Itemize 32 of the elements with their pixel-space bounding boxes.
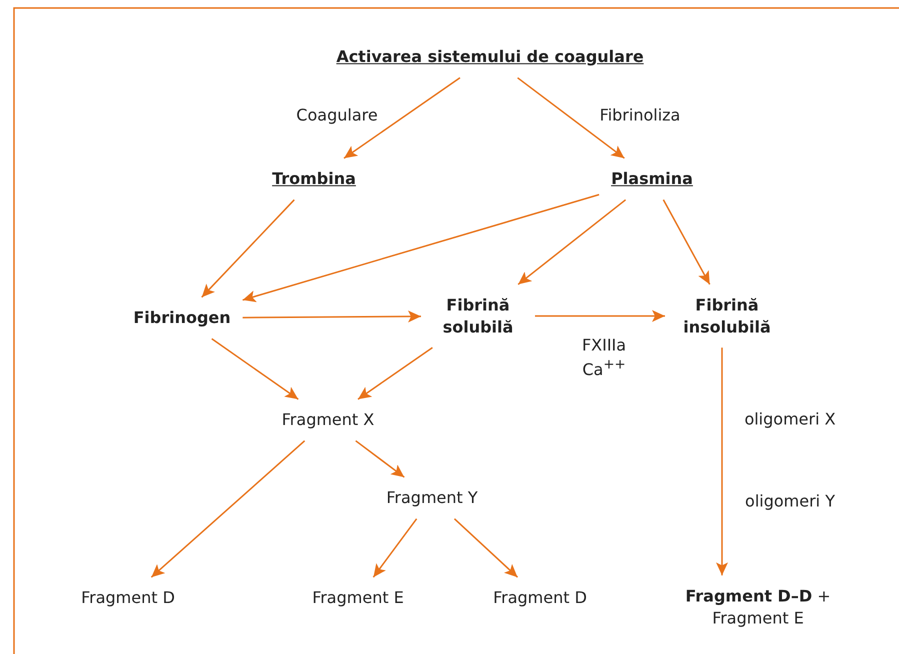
node-label: Fragment E [312, 587, 404, 609]
node-label: Fragment D [493, 587, 587, 609]
node-label: Fragment Y [386, 487, 478, 509]
edge-label: Coagulare [296, 106, 378, 126]
edge-label: FXIIIa Ca$^{++}$ [580, 336, 628, 380]
node-label: Fragment X [282, 409, 374, 431]
arrow [518, 199, 626, 285]
arrow [242, 310, 421, 322]
arrow [372, 518, 418, 578]
annotation-label: oligomeri Y [745, 492, 835, 512]
node-label: Fibrină insolubilă [682, 294, 772, 338]
node-label: Fibrină solubilă [442, 294, 514, 338]
arrow [716, 348, 728, 576]
arrow [150, 440, 306, 578]
arrow [517, 77, 625, 159]
node-label: Activarea sistemului de coagulare [336, 46, 644, 68]
arrow [242, 194, 600, 302]
node-label: Fibrinogen [133, 307, 231, 329]
arrow [662, 199, 710, 285]
node-label: Fragment D–D + Fragment E [684, 585, 832, 629]
arrow [211, 338, 299, 400]
arrow [454, 518, 518, 578]
arrow [355, 440, 405, 478]
node-label: Trombina [272, 168, 356, 190]
edge-label: Fibrinoliza [600, 106, 680, 126]
annotation-label: oligomeri X [744, 410, 836, 430]
arrow [535, 310, 665, 322]
arrow [358, 346, 433, 400]
arrow [344, 77, 460, 159]
node-label: Fragment D [81, 587, 175, 609]
node-label: Plasmina [611, 168, 693, 190]
arrow [201, 199, 295, 298]
